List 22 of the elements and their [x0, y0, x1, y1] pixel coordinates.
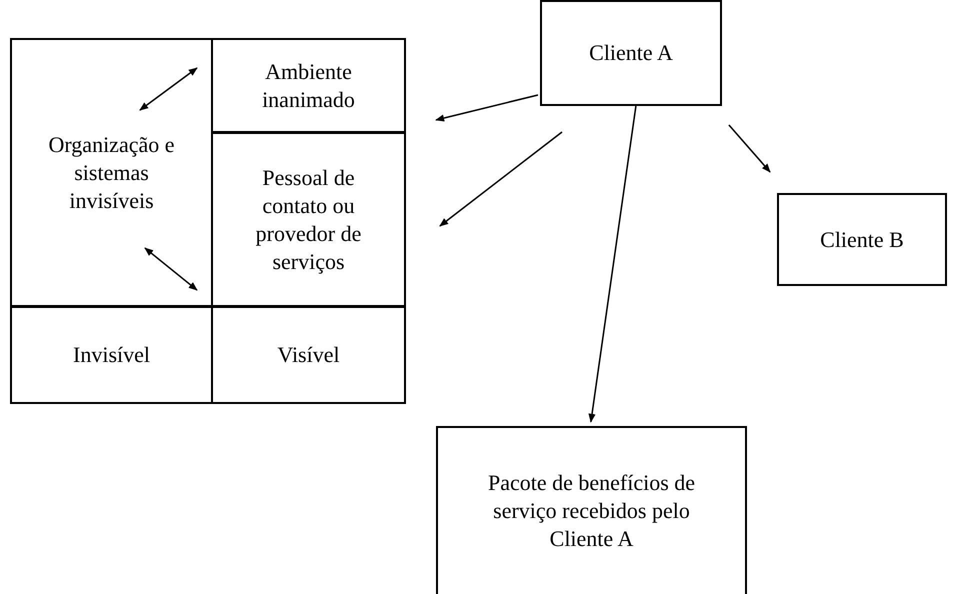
node-label: Cliente A — [589, 39, 673, 67]
text-box — [211, 132, 406, 307]
text-box — [211, 38, 406, 133]
text-box — [10, 306, 213, 404]
arrow — [435, 94, 538, 122]
arrow — [139, 67, 198, 111]
node-label: Pacote de benefícios de serviço recebidos pelo Cliente A — [486, 469, 696, 553]
node-label: Cliente B — [820, 226, 904, 254]
node-label: Organização e sistemas invisíveis — [47, 130, 176, 214]
arrow — [588, 106, 637, 423]
node-label: Pessoal de contato ou provedor de serviços — [254, 164, 362, 276]
node-label: Invisível — [73, 341, 150, 369]
node-label: Visível — [277, 341, 340, 369]
node-label: Ambiente inanimado — [261, 58, 356, 114]
arrow — [144, 248, 198, 291]
arrow — [728, 124, 771, 173]
text-box — [540, 0, 722, 106]
arrow — [439, 131, 562, 227]
text-box — [10, 38, 213, 307]
text-box — [436, 426, 747, 594]
text-box — [777, 193, 947, 286]
text-box — [211, 306, 406, 404]
